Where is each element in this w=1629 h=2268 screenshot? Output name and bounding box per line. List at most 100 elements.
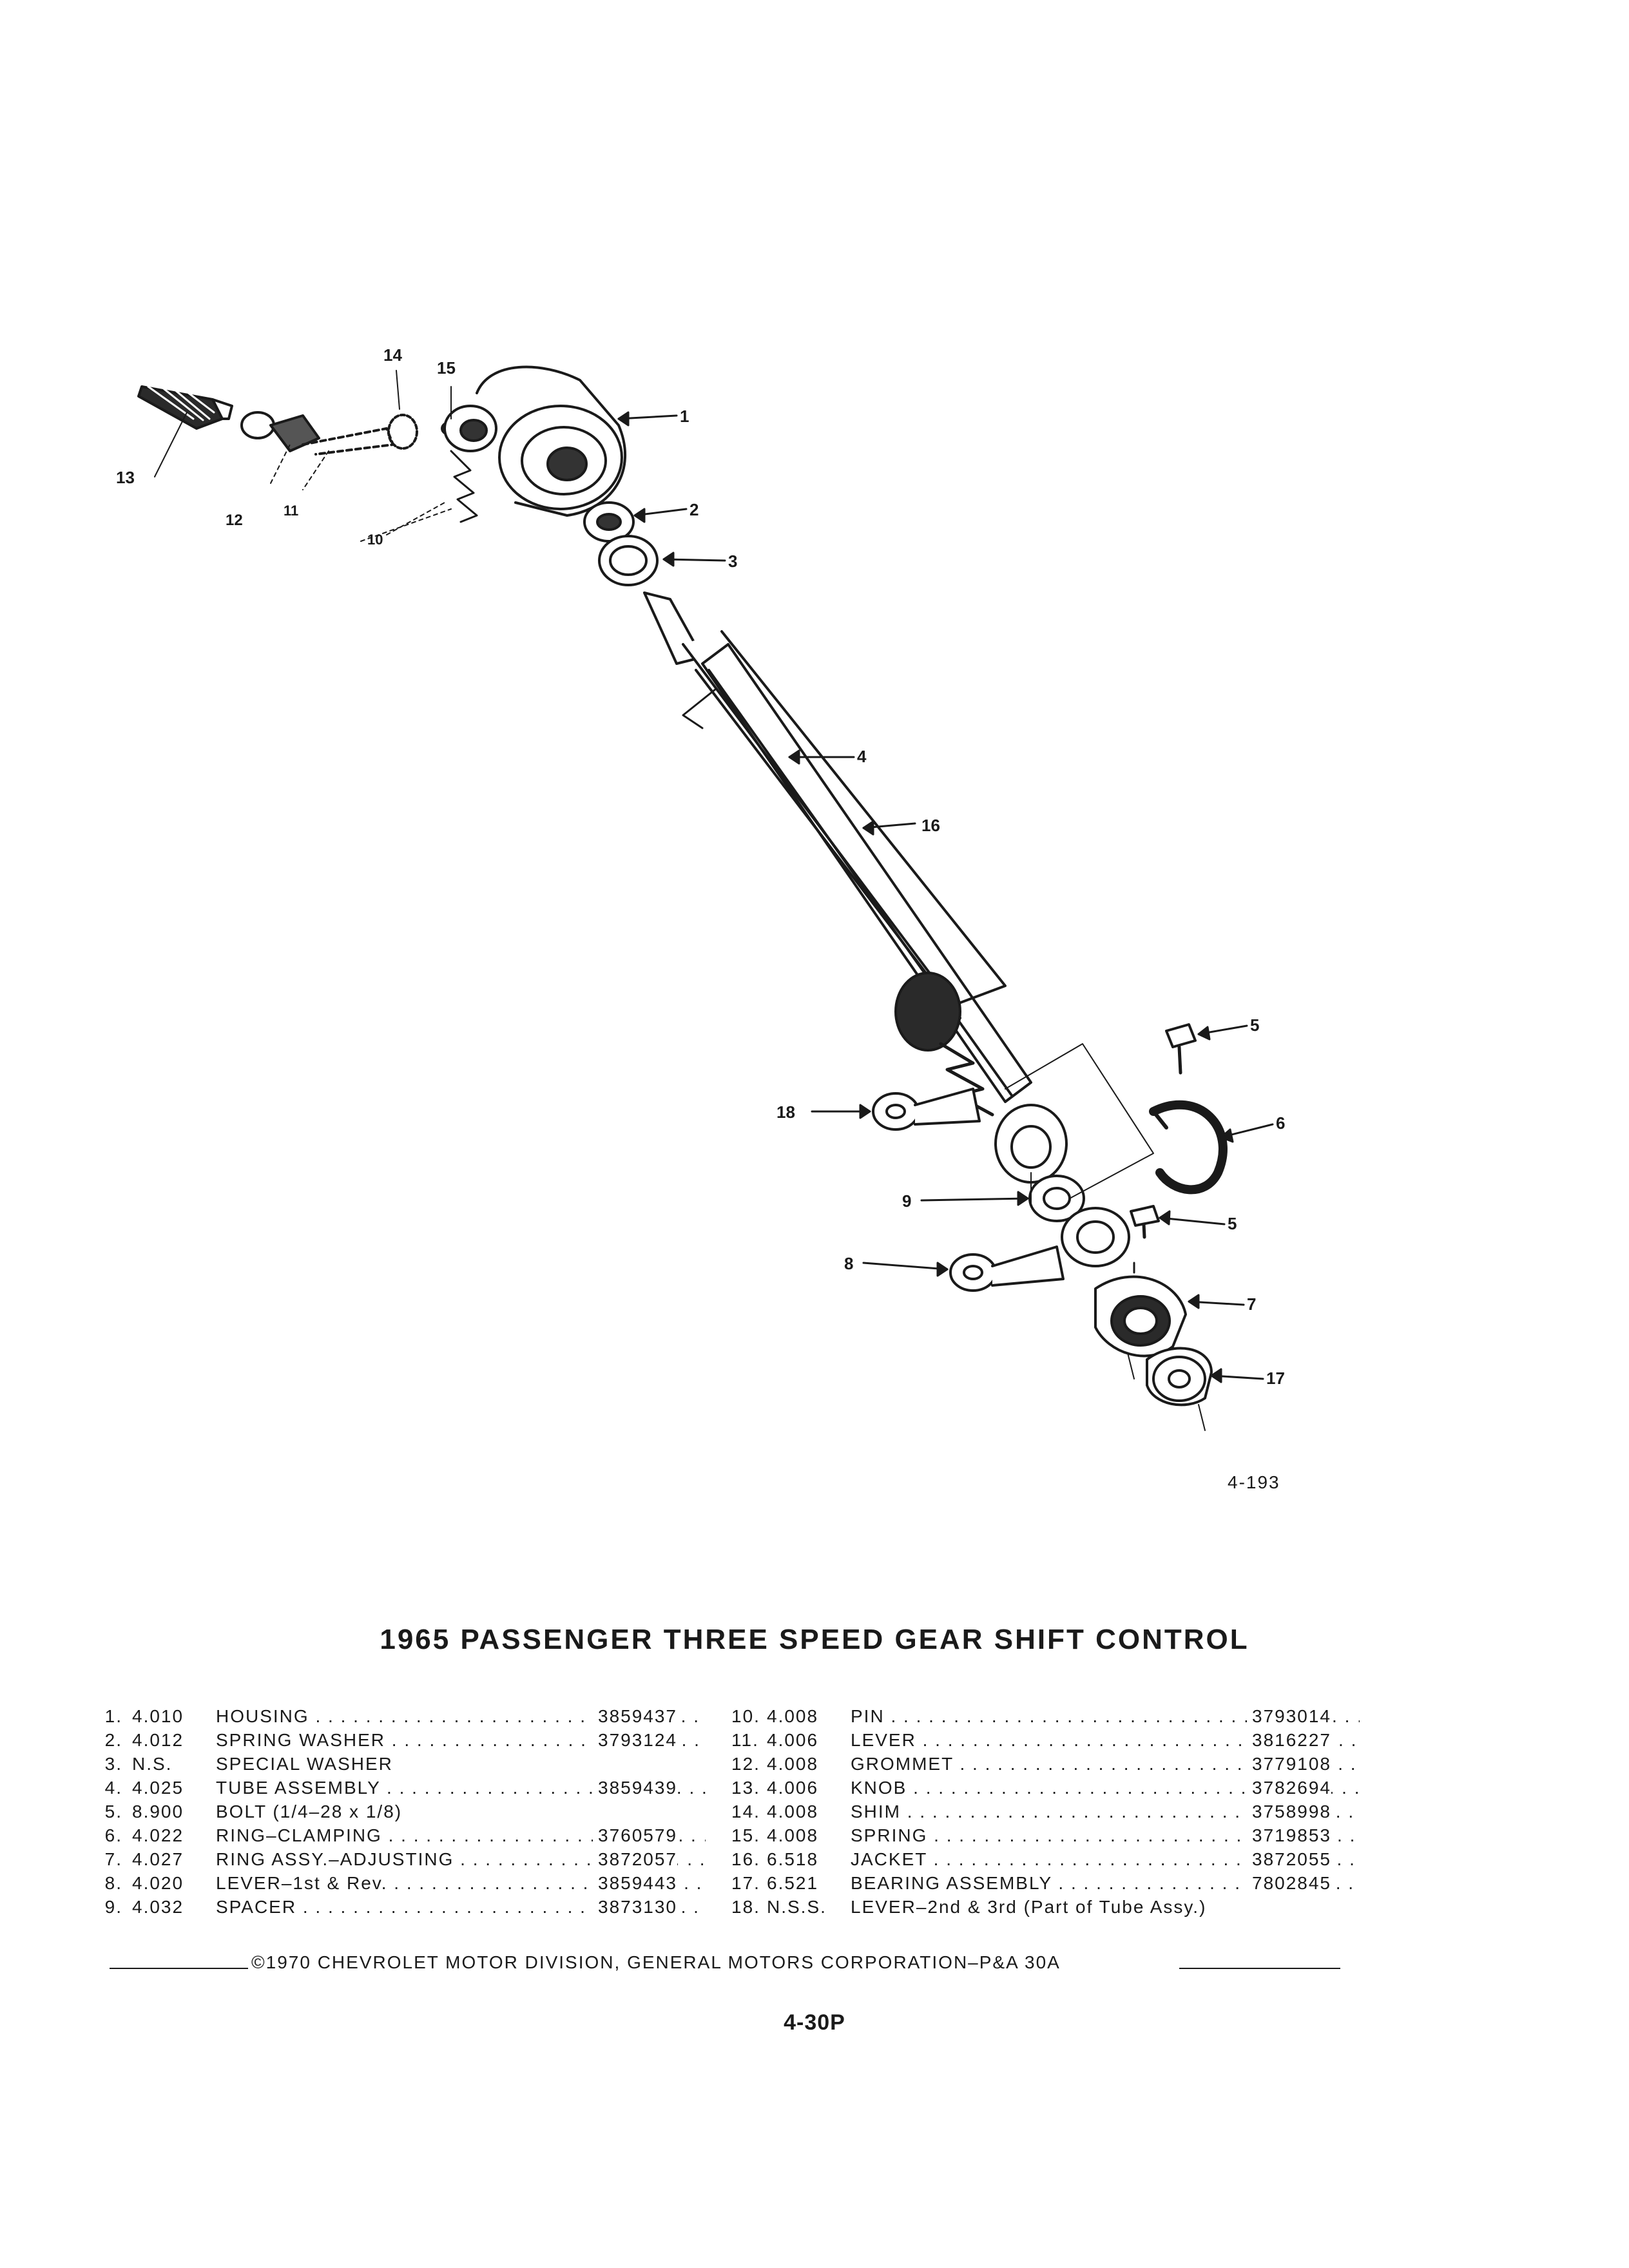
part-part: 3859439 (593, 1776, 678, 1800)
part-desc: GROMMET (851, 1752, 1360, 1776)
copyright-text: ©1970 CHEVROLET MOTOR DIVISION, GENERAL … (251, 1952, 1061, 1972)
pin-part (360, 508, 452, 542)
callout-15: 15 (437, 358, 456, 378)
shim-part (387, 414, 418, 450)
part-desc: SPECIAL WASHER (216, 1754, 393, 1774)
callout-8: 8 (844, 1254, 853, 1273)
callout-18: 18 (776, 1102, 795, 1122)
callout-17: 17 (1266, 1369, 1285, 1388)
part-num: 18. (731, 1897, 760, 1917)
part-group: 4.012 (132, 1730, 184, 1750)
part-num: 9. (104, 1897, 122, 1917)
callout-13: 13 (116, 468, 135, 487)
part-num: 14. (731, 1802, 760, 1821)
parts-row: 9. 4.032 SPACER3873130 (97, 1895, 706, 1919)
part-part: 7802845 (1247, 1871, 1332, 1895)
part-desc: SPRING WASHER (216, 1728, 706, 1752)
part-desc: HOUSING (216, 1704, 706, 1728)
spring-washer-part (583, 501, 635, 543)
part-part: 3859443 (593, 1871, 678, 1895)
part-desc: BOLT (1/4–28 x 1/8) (216, 1802, 403, 1821)
part-group: 6.521 (767, 1873, 819, 1893)
part-desc: RING ASSY.–ADJUSTING (216, 1847, 706, 1871)
lever-grommet-part (240, 411, 394, 490)
part-part: 3859437 (593, 1704, 678, 1728)
knob-part (137, 385, 233, 430)
part-part: 3779108 (1247, 1752, 1332, 1776)
part-part: 3816227 (1247, 1728, 1332, 1752)
part-desc: JACKET (851, 1847, 1360, 1871)
part-group: 4.020 (132, 1873, 184, 1893)
footer-rule-right (1179, 1968, 1340, 1969)
parts-row: 14.4.008SHIM3758998 (731, 1800, 1350, 1823)
parts-row: 1.4.010HOUSING3859437 (97, 1704, 706, 1728)
adjusting-ring-part (1094, 1262, 1187, 1358)
part-part: 3760579 (593, 1823, 678, 1847)
parts-row: 13.4.006KNOB3782694 (731, 1776, 1350, 1800)
callout-14: 14 (383, 345, 402, 365)
part-group: 4.006 (767, 1778, 819, 1798)
special-washer-part (598, 535, 659, 586)
part-group: 6.518 (767, 1849, 819, 1869)
parts-row: 11.4.006LEVER3816227 (731, 1728, 1350, 1752)
part-part: 3873130 (593, 1895, 678, 1919)
tube-assembly-part (643, 591, 1007, 1019)
part-part: 3793124 (593, 1728, 678, 1752)
part-num: 7. (104, 1849, 122, 1869)
parts-list-right: 10.4.008PIN379301411.4.006LEVER381622712… (731, 1704, 1350, 1919)
jacket-lower-end (894, 972, 1068, 1184)
part-group: 4.010 (132, 1706, 184, 1726)
part-num: 2. (104, 1730, 122, 1750)
part-group: 4.025 (132, 1778, 184, 1798)
callout-5b: 5 (1228, 1214, 1237, 1233)
part-desc: PIN (851, 1704, 1360, 1728)
bolt-part-upper (1165, 1023, 1197, 1075)
parts-row: 18.N.S.S.LEVER–2nd & 3rd (Part of Tube A… (731, 1895, 1350, 1919)
assembly-lines (1005, 1043, 1206, 1431)
parts-row: 3.N.S.SPECIAL WASHER (97, 1752, 706, 1776)
callout-9: 9 (902, 1191, 911, 1211)
part-num: 8. (104, 1873, 122, 1893)
part-num: 11. (731, 1730, 759, 1750)
parts-row: 7. 4.027 RING ASSY.–ADJUSTING3872057 (97, 1847, 706, 1871)
part-part: 3719853 (1247, 1823, 1332, 1847)
part-group: 4.006 (767, 1730, 819, 1750)
page-number: 4-30P (784, 2010, 845, 2035)
callout-2: 2 (689, 500, 699, 519)
parts-row: 2. 4.012 SPRING WASHER3793124 (97, 1728, 706, 1752)
lever-2nd-3rd-part (872, 1088, 981, 1131)
jacket-part (701, 643, 1032, 1103)
parts-row: 6. 4.022 RING–CLAMPING3760579 (97, 1823, 706, 1847)
bolt-part-lower (1130, 1205, 1160, 1239)
part-num: 6. (104, 1825, 122, 1845)
part-desc: BEARING ASSEMBLY (851, 1871, 1360, 1895)
part-num: 10. (731, 1706, 760, 1726)
part-group: 4.022 (132, 1825, 184, 1845)
part-desc: RING–CLAMPING (216, 1823, 706, 1847)
part-group: 4.032 (132, 1897, 184, 1917)
part-group: 4.027 (132, 1849, 184, 1869)
part-part: 3758998 (1247, 1800, 1332, 1823)
bearing-assembly-part (1146, 1347, 1213, 1407)
callout-1: 1 (680, 407, 689, 426)
part-num: 12. (731, 1754, 760, 1774)
callout-6: 6 (1276, 1113, 1285, 1133)
parts-row: 16.6.518JACKET3872055 (731, 1847, 1350, 1871)
part-num: 15. (731, 1825, 760, 1845)
part-part: 3872057 (593, 1847, 678, 1871)
figure-number: 4-193 (1228, 1472, 1280, 1492)
clamping-ring-part (1149, 1100, 1228, 1195)
part-desc: SPRING (851, 1823, 1360, 1847)
part-num: 3. (104, 1754, 122, 1774)
leader-lines (154, 370, 1274, 1383)
housing-part (443, 365, 626, 517)
part-group: 4.008 (767, 1825, 819, 1845)
lever-1st-rev-part (949, 1207, 1130, 1292)
callout-12: 12 (226, 512, 243, 529)
part-part: 3872055 (1247, 1847, 1332, 1871)
part-desc: TUBE ASSEMBLY (216, 1776, 706, 1800)
part-desc: SPACER (216, 1895, 706, 1919)
